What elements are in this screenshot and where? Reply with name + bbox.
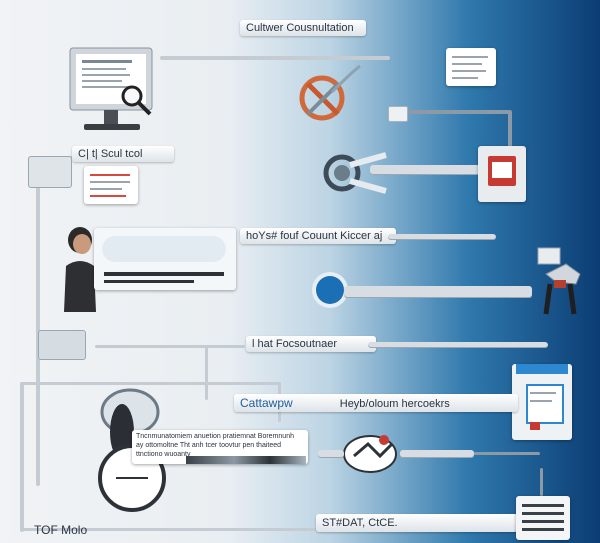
bottom-left-label: TOF Molo	[34, 523, 88, 537]
connector-line	[405, 110, 510, 114]
lower-label-text: l hat Focsoutnaer	[252, 338, 337, 350]
connector-line	[20, 382, 280, 385]
bottom-label-text: ST#DAT, CtCE.	[322, 517, 398, 529]
wide-label-right: Heyb/oloum hercoekrs	[339, 398, 450, 410]
progress-strip	[186, 456, 306, 464]
connector-line	[540, 468, 543, 496]
top-title-text: Cultwer Cousnultation	[246, 22, 354, 34]
connector-tube	[344, 286, 532, 298]
middle-label-text: hoYs# fouf Couunt Kiccer aj	[246, 230, 383, 242]
stethoscope-icon	[320, 145, 390, 201]
middle-label-bar: hoYs# fouf Couunt Kiccer aj	[240, 228, 396, 244]
note-line-2: ay ottomoltne Tht anh tcer toovtur pen t…	[136, 442, 282, 449]
note-line-1: Tncnmunatomiem anuetion pratiemnat Borem…	[136, 433, 294, 440]
top-title-bar: Cultwer Cousnultation	[240, 20, 366, 36]
bed-panel	[94, 228, 236, 290]
folder-icon	[84, 166, 138, 204]
lower-label-bar: l hat Focsoutnaer	[246, 336, 376, 352]
handshake-icon	[340, 430, 402, 474]
connector-line	[20, 528, 320, 531]
connector-tube	[318, 450, 344, 458]
connector-line	[508, 110, 512, 150]
connector-tube	[400, 450, 474, 458]
mouse-icon	[316, 276, 344, 304]
clipboard-icon	[512, 364, 572, 440]
wrench-hand-icon	[536, 244, 584, 316]
connector-line	[36, 156, 40, 486]
connector-tube	[388, 234, 496, 240]
wide-label-left: Cattawpw	[240, 396, 293, 410]
phone-icon	[478, 146, 526, 202]
tablet-icon	[28, 156, 72, 188]
desk-tab-bar: C| t| Scul tcol	[72, 146, 174, 162]
tools-icon	[292, 62, 362, 132]
connector-line	[95, 345, 245, 348]
tablet-icon	[38, 330, 86, 360]
connector-tube	[368, 342, 548, 348]
patient-icon	[60, 222, 100, 312]
wide-label-bar: Cattawpw Heyb/oloum hercoekrs	[234, 394, 518, 412]
connector-tube	[370, 165, 480, 175]
desk-tab-text: C| t| Scul tcol	[78, 148, 143, 160]
bottom-label-bar: ST#DAT, CtCE.	[316, 514, 518, 532]
connector-cap	[388, 106, 408, 122]
document-icon	[446, 48, 496, 86]
connector-line	[470, 452, 540, 455]
note-line-3: ttnctiono wuoanty	[136, 451, 191, 458]
printer-icon	[516, 496, 570, 540]
connector-line	[160, 56, 390, 60]
magnifier-icon	[118, 82, 154, 118]
connector-line	[20, 382, 24, 532]
connector-line	[205, 345, 208, 400]
